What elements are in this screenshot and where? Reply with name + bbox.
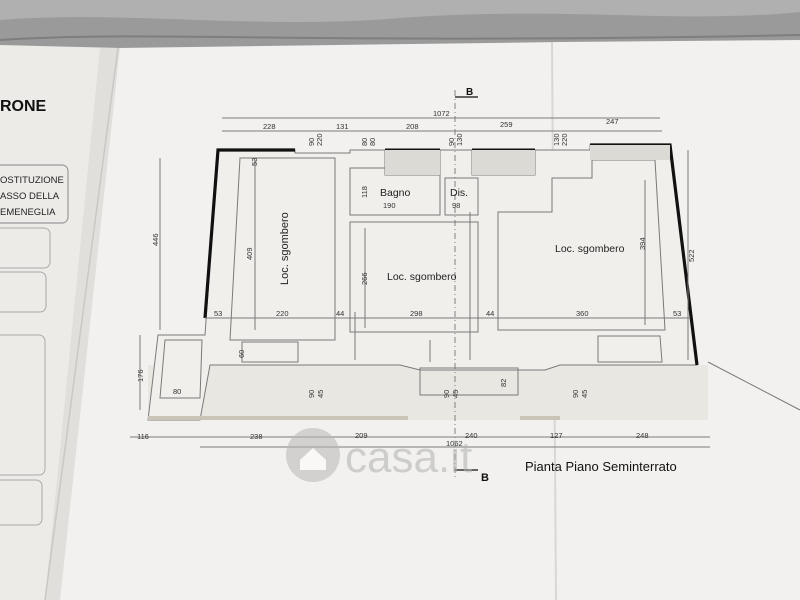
left-info-box [0,164,69,224]
dim-small-2: 220 [315,133,324,146]
wall-segment [472,150,535,175]
dim-top-4: 259 [500,120,513,129]
dim-lower-5: 90 [442,390,451,398]
room-label-bath: Bagno [380,187,411,199]
watermark-brand: casa.it [345,433,472,482]
dim-top-1: 228 [263,122,276,131]
dim-small-4: 80 [368,138,377,146]
dim-lower-9: 45 [580,390,589,398]
section-marker-top: B [466,87,473,98]
dim-mid-6: 360 [576,309,589,318]
dim-bottom-3: 209 [355,431,368,440]
dim-top-3: 208 [406,122,419,131]
room-label-dis: Dis. [450,187,468,199]
plan-title: Pianta Piano Seminterrato [525,459,677,474]
dim-left-lower: 176 [136,369,145,382]
left-box-line-3: EMENEGLIA [0,207,56,218]
dim-room-left-top: 53 [250,158,259,166]
house-icon [300,448,326,470]
dim-top-2: 131 [336,122,349,131]
dim-bath-h: 118 [360,186,369,198]
dim-lower-7: 82 [499,379,508,387]
dim-mid-1: 53 [214,309,222,318]
dim-small-7: 130 [552,133,561,146]
dim-lower-4: 45 [316,390,325,398]
marble-vein [0,0,800,22]
wall-segment [590,145,670,160]
dim-room-left-h: 409 [245,247,254,260]
dim-lower-2: 80 [173,387,181,396]
dim-bottom-5: 127 [550,431,563,440]
dim-bottom-6: 248 [636,431,649,440]
dim-small-1: 90 [307,138,316,146]
dim-bath-w: 190 [383,201,396,210]
dim-mid-4: 298 [410,309,423,318]
dim-mid-2: 220 [276,309,289,318]
watermark: casa.it [286,428,472,482]
dim-room-right-h: 394 [638,237,647,250]
dim-small-5: 90 [447,138,456,146]
dim-right-height: 522 [687,249,696,262]
dim-bottom-4: 240 [465,431,478,440]
room-label-center: Loc. sgombero [387,271,457,283]
left-box-line-1: OSTITUZIONE [0,175,64,186]
dim-room-center-h: 266 [360,272,369,285]
dim-overall-top: 1072 [433,109,450,118]
dim-bottom-2: 238 [250,432,263,441]
dim-mid-5: 44 [486,309,494,318]
wall-segment [385,150,440,175]
left-box-line-2: ASSO DELLA [0,191,60,202]
dim-mid-3: 44 [336,309,344,318]
room-label-left: Loc. sgombero [279,212,291,285]
dim-small-8: 220 [560,133,569,146]
dim-top-5: 247 [606,117,619,126]
dim-left-height: 446 [151,233,160,246]
dim-small-3: 80 [360,138,369,146]
left-sheet-title: RONE [0,98,47,115]
dim-lower-8: 90 [571,390,580,398]
dim-lower-1: 60 [237,350,246,358]
dim-lower-6: 45 [451,390,460,398]
room-label-right: Loc. sgombero [555,243,625,255]
dim-lower-3: 90 [307,390,316,398]
dim-bottom-1: 116 [137,432,149,441]
dim-dis-w: 98 [452,201,460,210]
dim-small-6: 130 [455,133,464,146]
dim-overall-bottom: 1062 [446,439,463,448]
dim-mid-7: 53 [673,309,681,318]
section-marker-bottom: B [481,472,489,484]
